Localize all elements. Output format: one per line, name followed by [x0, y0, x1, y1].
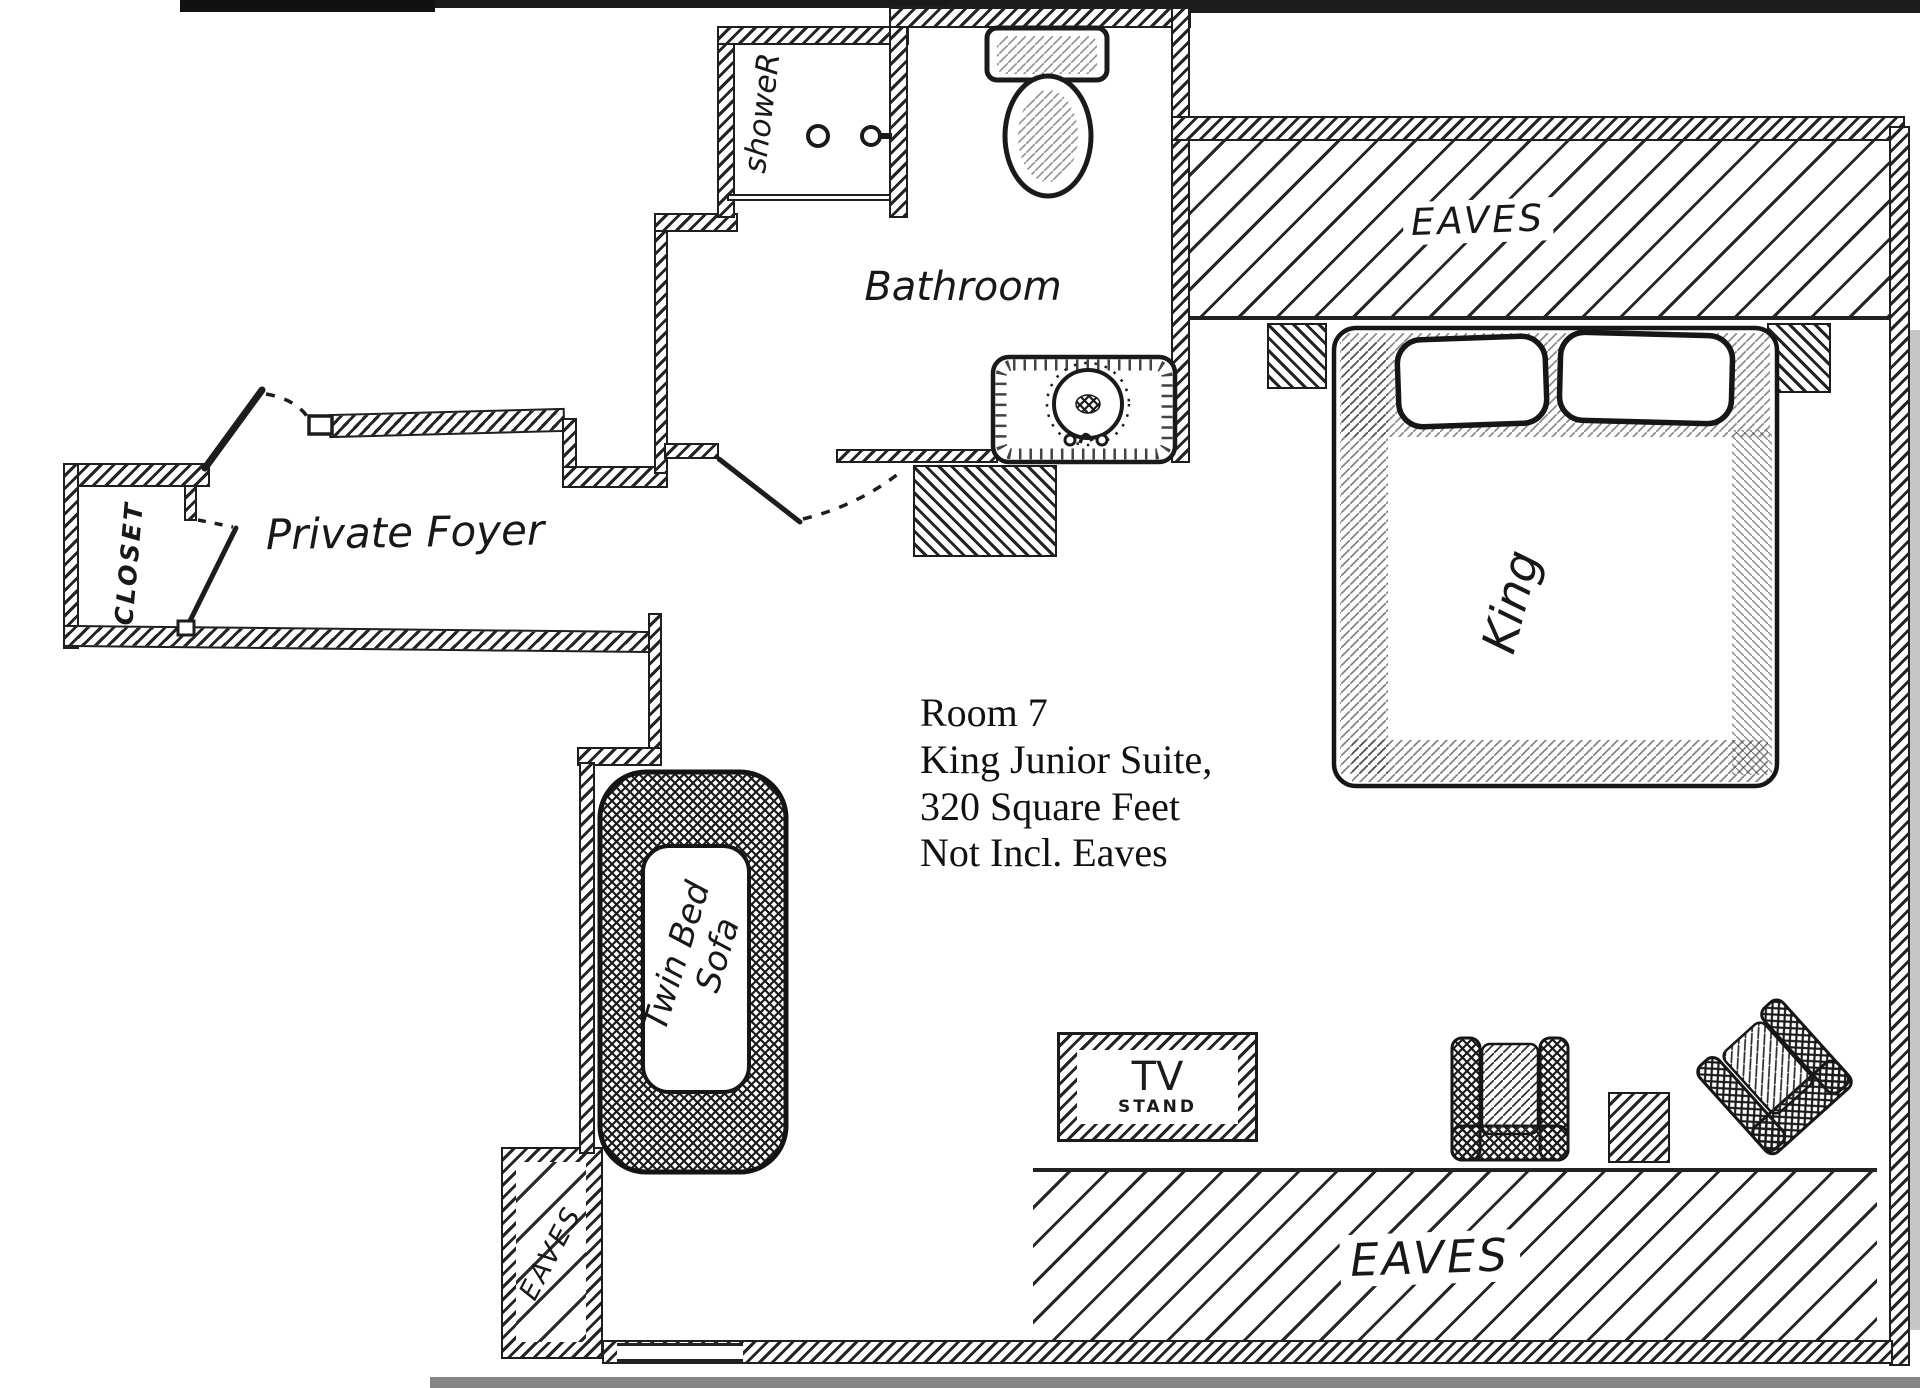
wall-bottom: [602, 1340, 1893, 1364]
scan-edge-top-left: [180, 0, 435, 12]
pillow-right: [1556, 329, 1736, 427]
eaves-label-bottom: EAVES: [1339, 1228, 1521, 1287]
eaves-top-kneewall-line: [1185, 316, 1891, 320]
wall-sofa-left: [579, 762, 595, 1154]
info-room-area: 320 Square Feet: [920, 783, 1180, 829]
entry-door-icon: [201, 386, 334, 472]
wall-sofa-nook-top: [577, 747, 662, 766]
bed-shading-right: [1732, 430, 1772, 775]
armchair-left: [1450, 1036, 1570, 1162]
bathroom-door-icon: [716, 456, 905, 525]
info-block: Room 7 King Junior Suite, 320 Square Fee…: [920, 690, 1212, 877]
tv-label: TV: [1131, 1053, 1184, 1100]
tv-stand-label: STAND: [1117, 1096, 1197, 1117]
tv-stand-top: TV STAND: [1077, 1050, 1238, 1124]
shower-drain-icon: [806, 124, 830, 148]
eaves-label-top: EAVES: [1402, 196, 1554, 245]
wall-foyer-left: [63, 463, 79, 649]
pillow-left: [1394, 333, 1550, 430]
shower-head-icon: [860, 125, 892, 147]
info-room-note: Not Incl. Eaves: [920, 830, 1168, 876]
wall-nook-bottom: [562, 466, 668, 488]
wall-right: [1889, 126, 1910, 1366]
tv-stand: TV STAND: [1057, 1032, 1258, 1142]
eaves-box-left-interior: [516, 1162, 586, 1342]
scan-edge-top-right: [950, 0, 1920, 13]
bed-shading-bottom: [1352, 740, 1768, 782]
info-room-number: Room 7: [920, 690, 1048, 735]
wall-eaves-top: [1171, 116, 1905, 141]
scan-edge-right: [1909, 330, 1920, 1330]
sink-icon: [990, 354, 1178, 465]
under-bath-closet-block: [913, 465, 1057, 557]
toilet-icon: [984, 25, 1110, 199]
wall-closet-stub: [184, 485, 197, 521]
king-bed: [1331, 325, 1780, 789]
wall-bottom-gap: [617, 1342, 743, 1362]
eaves-box-left: [501, 1147, 603, 1359]
wall-closet-top: [63, 463, 210, 487]
nightstand-left: [1267, 323, 1327, 389]
room-label-private-foyer: Private Foyer: [265, 505, 545, 560]
side-table: [1608, 1092, 1670, 1163]
room-label-bathroom: Bathroom: [864, 264, 1062, 310]
scan-edge-bottom: [430, 1377, 1920, 1388]
info-room-type: King Junior Suite,: [920, 736, 1213, 782]
armchair-right: [1696, 998, 1853, 1156]
wall-bathroom-stub: [664, 443, 719, 459]
closet-door-icon: [176, 518, 239, 637]
wall-shower-top: [717, 26, 909, 45]
twin-bed-sofa: [597, 769, 789, 1175]
shower-glass-door: [727, 194, 891, 201]
